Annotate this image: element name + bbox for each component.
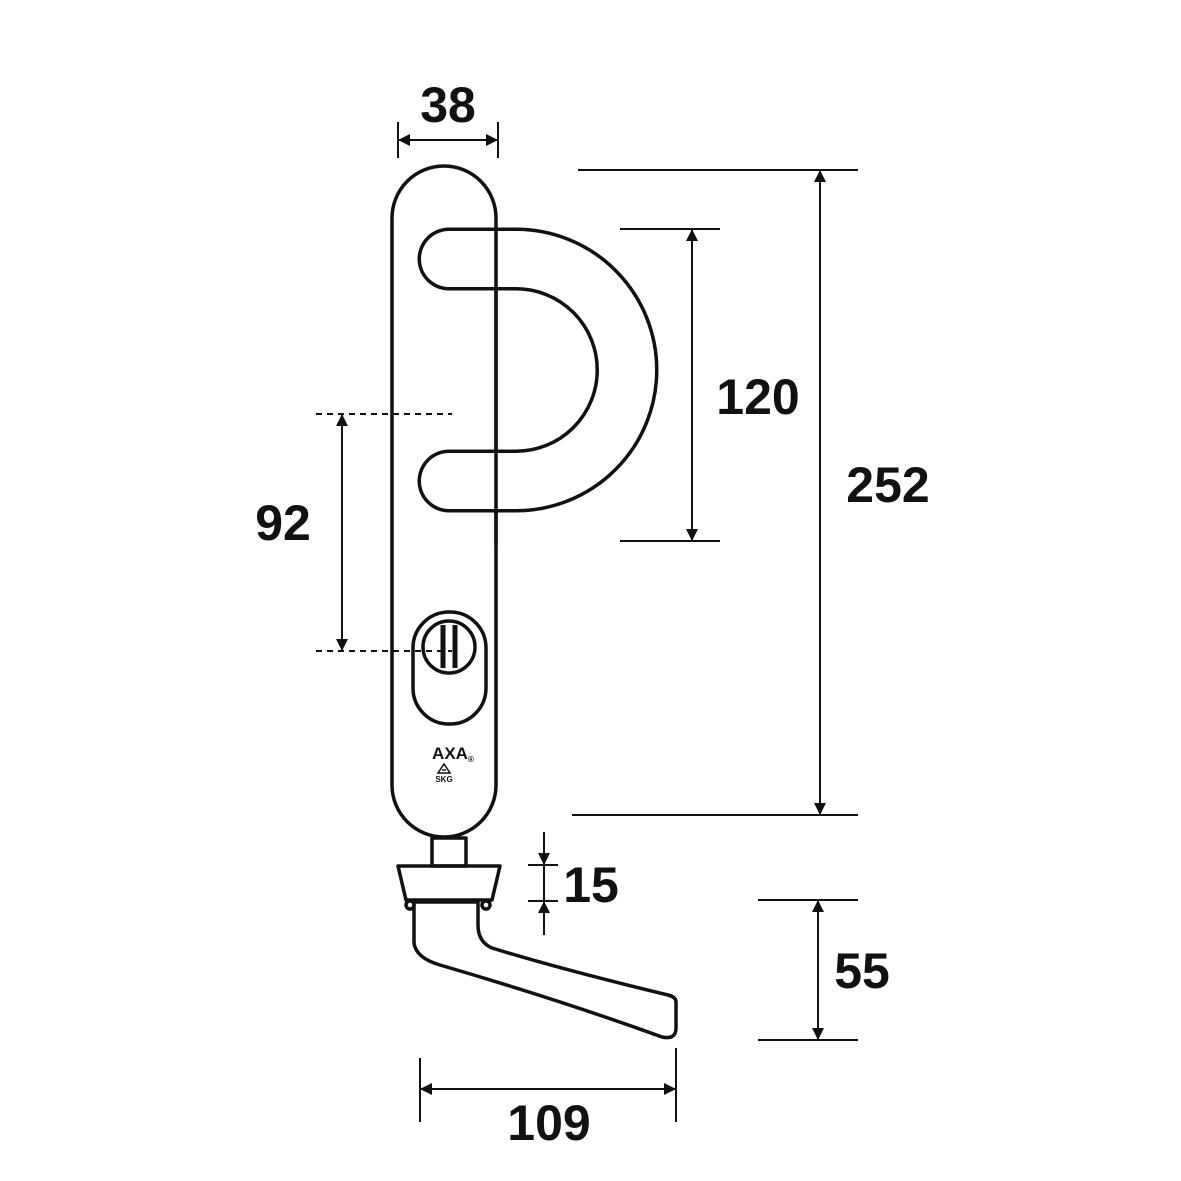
label-lever-length: 109: [507, 1095, 590, 1151]
label-plate-width: 38: [420, 77, 476, 133]
spindle-stub: [430, 836, 468, 868]
label-total-height: 252: [846, 457, 929, 513]
pull-handle-inner: [421, 231, 655, 509]
certification-mark: SKG: [435, 775, 452, 784]
screw-right: [480, 899, 492, 911]
cylinder-escutcheon: [411, 610, 488, 726]
brand-name: AXA: [432, 744, 468, 763]
label-handle-height: 120: [716, 369, 799, 425]
rose: [396, 864, 502, 902]
label-center-distance: 92: [255, 495, 311, 551]
registered-mark: ®: [468, 755, 474, 764]
dimension-center-distance: [316, 413, 452, 652]
cylinder-circle: [421, 619, 477, 675]
dimension-lever-drop: [758, 899, 858, 1041]
skg-star-icon: [436, 762, 452, 774]
label-lever-thickness: 15: [563, 857, 619, 913]
dimension-total-height: [572, 169, 858, 816]
backplate-outline: [390, 164, 498, 839]
dimension-handle-height: [620, 228, 720, 542]
dimension-plate-width: [397, 122, 499, 158]
dimension-lever-thickness: [528, 832, 558, 935]
lever-handle: [396, 836, 678, 1040]
pull-handle: [417, 227, 659, 545]
label-lever-drop: 55: [834, 943, 890, 999]
brand-logo: AXA ® SKG: [432, 744, 474, 784]
backplate: [390, 164, 498, 839]
lever-body: [412, 900, 678, 1040]
dimension-lever-length: [419, 1048, 677, 1122]
